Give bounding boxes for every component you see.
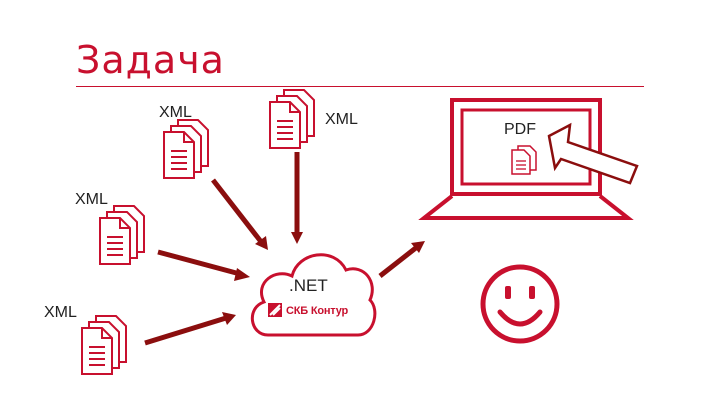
arrow-xml1-to-cloud	[211, 178, 264, 245]
arrowhead-xml2	[291, 232, 303, 244]
slide-title: Задача	[76, 38, 225, 82]
xml-label-2: XML	[325, 111, 358, 128]
pdf-label: PDF	[504, 121, 536, 138]
xml-label-1: XML	[159, 104, 192, 121]
xml-label-4: XML	[44, 304, 77, 321]
brand-logo-icon	[268, 303, 282, 317]
laptop-icon	[418, 98, 634, 220]
title-divider	[76, 86, 644, 87]
arrowhead-laptop	[411, 241, 425, 253]
xml-document-3-icon	[99, 205, 145, 265]
pdf-document-icon	[511, 145, 537, 175]
brand-name: СКБ Контур	[286, 305, 349, 317]
cloud-platform-label: .NET	[289, 276, 328, 295]
xml-document-1-icon	[163, 119, 209, 179]
cloud-icon	[250, 253, 377, 337]
xml-label-3: XML	[75, 191, 108, 208]
arrow-xml4-to-cloud	[144, 315, 227, 346]
arrow-outline-to-pdf	[547, 122, 639, 185]
arrow-cloud-to-laptop	[378, 245, 419, 278]
xml-document-2-icon	[269, 89, 315, 149]
smiley-icon	[480, 264, 560, 344]
arrowhead-xml3	[234, 268, 250, 281]
arrow-xml3-to-cloud	[157, 249, 241, 277]
arrowhead-xml4	[222, 312, 236, 325]
xml-document-4-icon	[81, 315, 127, 375]
arrowhead-xml1	[255, 236, 268, 250]
